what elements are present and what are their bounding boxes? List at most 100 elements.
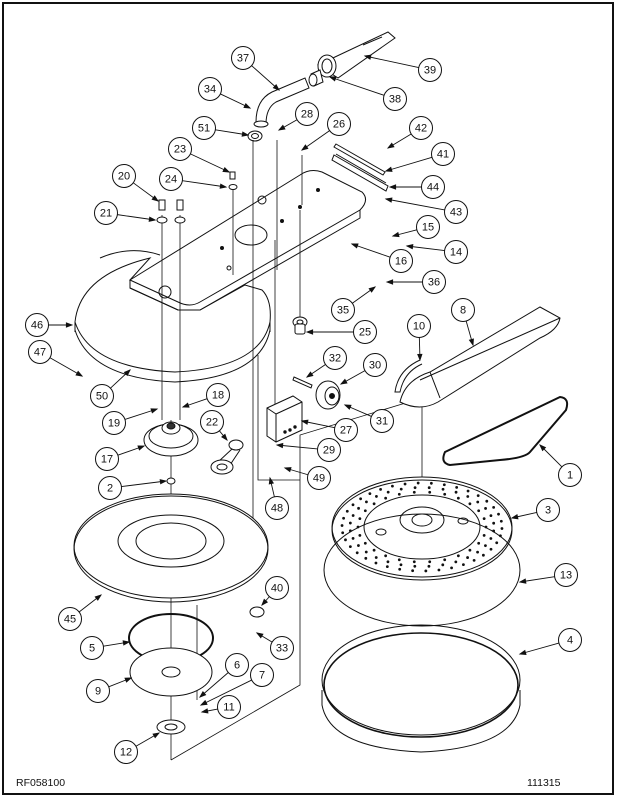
callout-number: 38 <box>389 94 401 106</box>
nut-icon <box>249 606 265 618</box>
perforation-dot <box>340 524 344 527</box>
callout-47: 47 <box>28 340 52 364</box>
callout-bubble <box>554 563 578 587</box>
perforation-dot <box>384 496 388 500</box>
callout-number: 30 <box>369 360 381 372</box>
perforation-dot <box>450 566 453 570</box>
callout-bubble <box>225 653 249 677</box>
arrowhead-icon <box>268 476 275 485</box>
arrowhead-icon <box>384 197 393 203</box>
callout-bubble <box>114 740 138 764</box>
callout-number: 49 <box>313 473 325 485</box>
callout-number: 13 <box>560 570 572 582</box>
leader-line-24 <box>182 180 227 188</box>
callout-bubble <box>200 410 224 434</box>
leader-line-21 <box>117 214 156 221</box>
callout-bubble <box>112 164 136 188</box>
callout-14: 14 <box>444 240 468 264</box>
perforation-dot <box>427 486 431 490</box>
arrowhead-icon <box>405 244 414 250</box>
callout-bubble <box>327 112 351 136</box>
callout-number: 8 <box>460 305 466 317</box>
arrowhead-icon <box>261 598 269 606</box>
callout-number: 2 <box>107 483 113 495</box>
perforation-dot <box>411 569 415 573</box>
perforation-dot <box>363 509 367 513</box>
callout-number: 16 <box>395 256 407 268</box>
callout-bubble <box>383 87 407 111</box>
callout-bubble <box>363 353 387 377</box>
callout-38: 38 <box>383 87 407 111</box>
washer-icon <box>156 719 186 735</box>
housing-icon <box>74 250 271 383</box>
perforation-dot <box>351 536 355 540</box>
callout-bubble <box>231 46 255 70</box>
callout-11: 11 <box>217 695 241 719</box>
callout-number: 31 <box>376 416 388 428</box>
perforation-dot <box>484 507 487 510</box>
callout-number: 46 <box>31 320 43 332</box>
callout-bubble <box>323 346 347 370</box>
pulley-icon <box>143 421 199 457</box>
arrowhead-icon <box>152 732 161 739</box>
arrowhead-icon <box>417 353 423 362</box>
callout-bubble <box>28 340 52 364</box>
callout-bubble <box>558 463 582 487</box>
arrowhead-icon <box>255 632 264 639</box>
arrowhead-icon <box>518 649 527 655</box>
arrowhead-icon <box>391 231 400 238</box>
perforation-dot <box>412 560 416 564</box>
callout-bubble <box>331 298 355 322</box>
perforation-dot <box>427 564 431 568</box>
callout-44: 44 <box>421 175 445 199</box>
callout-bubble <box>370 409 394 433</box>
arrowhead-icon <box>159 479 168 485</box>
callout-bubble <box>90 384 114 408</box>
callout-bubble <box>536 498 560 522</box>
arrowhead-icon <box>363 54 372 60</box>
callout-bubble <box>558 628 582 652</box>
callout-bubble <box>353 320 377 344</box>
perforation-dot <box>398 567 402 571</box>
perforation-dot <box>348 545 352 548</box>
leader-line-4 <box>519 642 560 655</box>
perforation-dot <box>372 502 376 506</box>
drive-plate-icon <box>331 476 513 581</box>
perforation-dot <box>495 541 499 545</box>
callout-8: 8 <box>451 298 475 322</box>
callout-27: 27 <box>334 418 358 442</box>
plate-icon <box>129 647 213 697</box>
perforation-dot <box>442 483 446 487</box>
callout-number: 48 <box>271 503 283 515</box>
perforation-dot <box>424 569 428 573</box>
callout-bubble <box>295 102 319 126</box>
perforation-dot <box>399 487 403 491</box>
perforation-dot <box>456 496 460 500</box>
callout-bubble <box>168 137 192 161</box>
callout-24: 24 <box>159 167 183 191</box>
perforation-dot <box>489 514 493 518</box>
callout-bubble <box>418 58 442 82</box>
arrowhead-icon <box>272 83 280 91</box>
callout-bubble <box>270 636 294 660</box>
perforation-dot <box>462 563 465 567</box>
callout-number: 19 <box>108 418 120 430</box>
callout-9: 9 <box>86 679 110 703</box>
perforation-dot <box>492 506 496 509</box>
nozzle-icon <box>316 31 396 79</box>
leader-line-2 <box>121 480 167 488</box>
perforation-dot <box>397 492 401 496</box>
perforation-dot <box>374 556 378 559</box>
callout-number: 40 <box>271 583 283 595</box>
leader-line-16 <box>351 243 391 258</box>
callout-number: 32 <box>329 353 341 365</box>
perforation-dot <box>345 509 349 513</box>
arrowhead-icon <box>305 371 314 378</box>
perforation-dot <box>364 556 368 560</box>
callout-1: 1 <box>558 463 582 487</box>
revision-code: 111315 <box>527 777 561 789</box>
callout-number: 15 <box>422 222 434 234</box>
callout-bubble <box>159 167 183 191</box>
callout-bubble <box>421 175 445 199</box>
callout-bubble <box>265 496 289 520</box>
